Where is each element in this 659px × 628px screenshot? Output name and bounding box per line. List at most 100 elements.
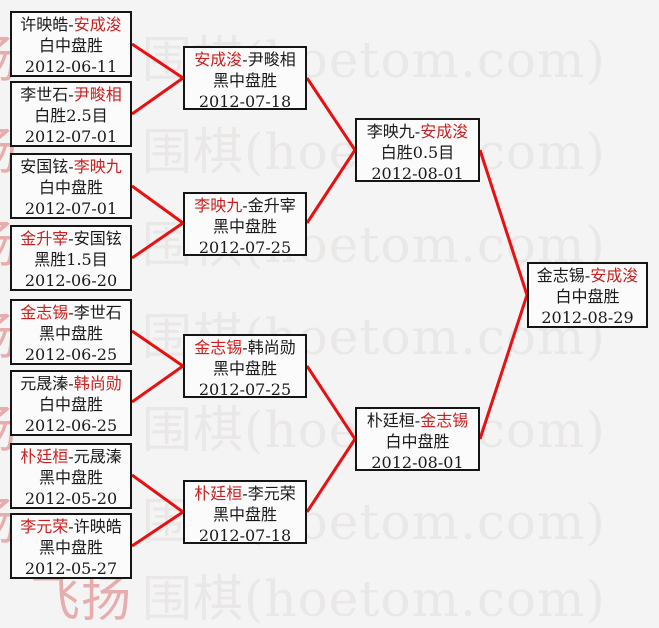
player-name: 金志锡 bbox=[20, 303, 69, 322]
match-date: 2012-06-20 bbox=[24, 271, 118, 290]
vs-dash: - bbox=[414, 411, 421, 430]
match-players: 朴廷桓-李元荣 bbox=[185, 483, 305, 504]
match-box-r16-4: 金升宰-安国铉 黑胜1.5目 2012-06-20 bbox=[10, 225, 132, 291]
player-name: 安成浚 bbox=[73, 15, 122, 34]
vs-dash: - bbox=[68, 229, 74, 248]
player-name: 安国铉 bbox=[73, 229, 122, 248]
match-date: 2012-05-20 bbox=[24, 489, 118, 508]
player-name: 安成浚 bbox=[194, 50, 243, 69]
player-name: 李元荣 bbox=[247, 484, 296, 503]
match-box-final: 金志锡-安成浚 白中盘胜 2012-08-29 bbox=[527, 262, 648, 328]
player-name: 朴廷桓 bbox=[366, 411, 415, 430]
vs-dash: - bbox=[68, 15, 74, 34]
match-box-qf-3: 金志锡-韩尚勋 黑中盘胜 2012-07-25 bbox=[183, 334, 307, 399]
connector-line bbox=[131, 76, 184, 116]
player-name: 许映皓 bbox=[20, 15, 69, 34]
connector-line bbox=[131, 364, 184, 404]
match-players: 元晟溱-韩尚勋 bbox=[12, 373, 130, 394]
match-players: 安国铉-李映九 bbox=[12, 156, 130, 177]
player-name: 朴廷桓 bbox=[20, 447, 69, 466]
match-date: 2012-08-01 bbox=[371, 453, 464, 472]
match-date: 2012-07-01 bbox=[24, 127, 118, 146]
match-box-r16-8: 李元荣-许映皓 黑中盘胜 2012-05-27 bbox=[10, 513, 132, 579]
player-name: 韩尚勋 bbox=[247, 338, 296, 357]
match-result: 黑中盘胜 bbox=[212, 505, 277, 524]
connector-line bbox=[478, 294, 529, 440]
match-date: 2012-07-18 bbox=[198, 92, 292, 111]
player-name: 尹畯相 bbox=[247, 50, 296, 69]
match-box-r16-6: 元晟溱-韩尚勋 白中盘胜 2012-06-25 bbox=[10, 370, 132, 436]
match-result: 黑中盘胜 bbox=[212, 359, 277, 378]
connector-line bbox=[131, 42, 184, 80]
match-box-sf-2: 朴廷桓-金志锡 白中盘胜 2012-08-01 bbox=[355, 407, 480, 472]
match-box-sf-1: 李映九-安成浚 白胜0.5目 2012-08-01 bbox=[355, 118, 480, 183]
player-name: 李世石 bbox=[73, 303, 122, 322]
match-date: 2012-07-25 bbox=[198, 238, 292, 257]
vs-dash: - bbox=[242, 196, 248, 215]
match-result: 黑中盘胜 bbox=[38, 538, 103, 557]
match-players: 金志锡-李世石 bbox=[12, 302, 130, 323]
match-players: 金志锡-韩尚勋 bbox=[185, 337, 305, 358]
match-result: 黑胜1.5目 bbox=[34, 250, 108, 269]
match-box-qf-4: 朴廷桓-李元荣 黑中盘胜 2012-07-18 bbox=[183, 480, 307, 545]
match-box-qf-1: 安成浚-尹畯相 黑中盘胜 2012-07-18 bbox=[183, 46, 307, 111]
player-name: 朴廷桓 bbox=[194, 484, 243, 503]
match-box-qf-2: 李映九-金升宰 黑中盘胜 2012-07-25 bbox=[183, 192, 307, 257]
match-result: 白中盘胜 bbox=[385, 432, 450, 451]
match-result: 白中盘胜 bbox=[38, 36, 103, 55]
match-box-r16-3: 安国铉-李映九 白中盘胜 2012-07-01 bbox=[10, 153, 132, 219]
match-result: 白胜0.5目 bbox=[380, 143, 455, 162]
player-name: 金升宰 bbox=[20, 229, 69, 248]
match-date: 2012-07-25 bbox=[198, 380, 292, 399]
player-name: 安成浚 bbox=[420, 122, 469, 141]
player-name: 尹畯相 bbox=[73, 85, 122, 104]
connector-line bbox=[131, 184, 184, 225]
match-date: 2012-07-01 bbox=[24, 199, 118, 218]
player-name: 李世石 bbox=[20, 85, 69, 104]
player-name: 李元荣 bbox=[20, 517, 69, 536]
vs-dash: - bbox=[68, 447, 74, 466]
player-name: 李映九 bbox=[194, 196, 243, 215]
match-players: 李元荣-许映皓 bbox=[12, 516, 130, 537]
match-result: 白胜2.5目 bbox=[34, 106, 108, 125]
match-result: 黑中盘胜 bbox=[38, 468, 103, 487]
match-date: 2012-08-29 bbox=[541, 308, 634, 327]
match-date: 2012-06-25 bbox=[24, 416, 118, 435]
player-name: 许映皓 bbox=[73, 517, 122, 536]
connector-line bbox=[478, 149, 529, 296]
vs-dash: - bbox=[584, 266, 591, 285]
match-result: 白中盘胜 bbox=[38, 395, 103, 414]
connector-line bbox=[305, 438, 357, 513]
connector-line bbox=[131, 473, 184, 514]
match-result: 黑中盘胜 bbox=[212, 71, 277, 90]
match-result: 白中盘胜 bbox=[38, 178, 103, 197]
match-players: 金志锡-安成浚 bbox=[529, 265, 646, 286]
player-name: 元晟溱 bbox=[20, 374, 69, 393]
player-name: 李映九 bbox=[73, 157, 122, 176]
match-result: 白中盘胜 bbox=[555, 287, 620, 306]
player-name: 金升宰 bbox=[247, 196, 296, 215]
match-date: 2012-06-25 bbox=[24, 345, 118, 364]
connector-line bbox=[131, 510, 184, 548]
connector-line bbox=[305, 365, 357, 440]
vs-dash: - bbox=[68, 85, 74, 104]
bracket-lines bbox=[131, 42, 529, 548]
match-players: 朴廷桓-元晟溱 bbox=[12, 446, 130, 467]
match-players: 李世石-尹畯相 bbox=[12, 84, 130, 105]
player-name: 金志锡 bbox=[420, 411, 469, 430]
player-name: 金志锡 bbox=[194, 338, 243, 357]
player-name: 金志锡 bbox=[536, 266, 585, 285]
match-box-r16-5: 金志锡-李世石 黑中盘胜 2012-06-25 bbox=[10, 299, 132, 365]
match-date: 2012-07-18 bbox=[198, 526, 292, 545]
connector-line bbox=[305, 77, 357, 151]
vs-dash: - bbox=[68, 157, 74, 176]
vs-dash: - bbox=[242, 484, 248, 503]
match-result: 黑中盘胜 bbox=[212, 217, 277, 236]
match-box-r16-1: 许映皓-安成浚 白中盘胜 2012-06-11 bbox=[10, 11, 132, 77]
match-players: 李映九-安成浚 bbox=[357, 121, 478, 142]
match-result: 黑中盘胜 bbox=[38, 324, 103, 343]
match-players: 李映九-金升宰 bbox=[185, 195, 305, 216]
vs-dash: - bbox=[242, 50, 248, 69]
player-name: 安国铉 bbox=[20, 157, 69, 176]
player-name: 元晟溱 bbox=[73, 447, 122, 466]
